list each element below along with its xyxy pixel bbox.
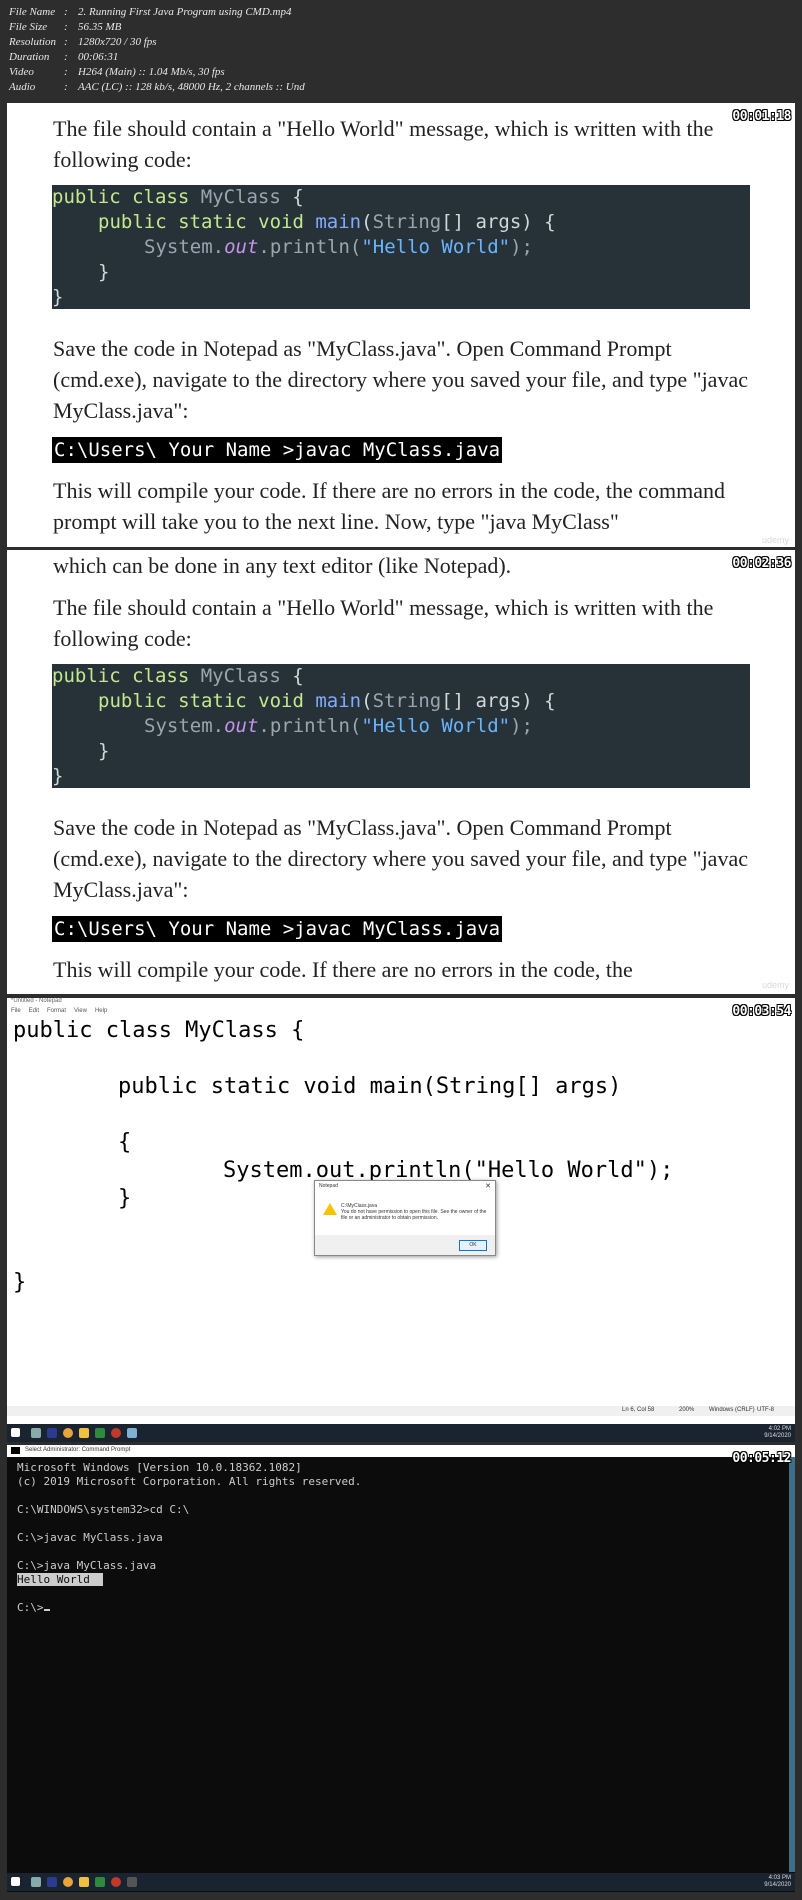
code-line: public class MyClass { xyxy=(52,186,304,208)
app-icon[interactable] xyxy=(95,1877,105,1887)
chrome-icon[interactable] xyxy=(63,1428,73,1438)
frame-slide-2: 00:02:36 which can be done in any text e… xyxy=(7,550,795,994)
meta-resolution: Resolution:1280x720 / 30 fps xyxy=(9,36,157,48)
notepad-code-line[interactable]: public static void main(String[] args) xyxy=(118,1074,622,1099)
notepad-code-line[interactable]: { xyxy=(118,1130,132,1155)
menu-file[interactable]: File xyxy=(11,1008,21,1014)
code-line: } xyxy=(52,765,64,787)
code-block: public class MyClass { public static voi… xyxy=(52,185,750,309)
slide-paragraph: This will compile your code. If there ar… xyxy=(53,957,633,982)
chrome-icon[interactable] xyxy=(63,1877,73,1887)
notepad-code-line[interactable]: } xyxy=(118,1186,132,1211)
slide-paragraph: which can be done in any text editor (li… xyxy=(53,553,512,578)
slide-paragraph: This will compile your code. If there ar… xyxy=(53,478,725,534)
notepad-code-line[interactable]: System.out.println("Hello World"); xyxy=(223,1158,674,1183)
code-line: } xyxy=(98,740,110,762)
close-icon[interactable]: ✕ xyxy=(485,1183,491,1190)
status-eol: Windows (CRLF) xyxy=(709,1407,755,1413)
frame-notepad: *Untitled - Notepad File Edit Format View He… xyxy=(7,998,795,1442)
cmd-prompt: C:\> xyxy=(17,1601,44,1614)
code-line: System.out.println("Hello World"); xyxy=(144,715,533,737)
desktop-background xyxy=(789,1457,795,1872)
text-cursor xyxy=(43,1609,50,1611)
meta-file-size: File Size:56.35 MB xyxy=(9,21,122,33)
slide-paragraph: The file should contain a "Hello World" … xyxy=(53,116,714,172)
menu-edit[interactable]: Edit xyxy=(28,1008,40,1014)
recorder-icon[interactable] xyxy=(111,1428,121,1438)
code-line: System.out.println("Hello World"); xyxy=(144,236,533,258)
premiere-icon[interactable] xyxy=(47,1428,57,1438)
premiere-icon[interactable] xyxy=(47,1877,57,1887)
notepad-code-line[interactable]: public class MyClass { xyxy=(13,1018,305,1043)
status-position: Ln 6, Col 58 xyxy=(622,1407,655,1413)
cmd-titlebar: Select Administrator: Command Prompt xyxy=(7,1445,795,1457)
meta-audio: Audio:AAC (LC) :: 128 kb/s, 48000 Hz, 2 … xyxy=(9,81,305,93)
notepad-code-line[interactable]: } xyxy=(13,1270,27,1295)
code-line: } xyxy=(52,286,64,308)
meta-duration: Duration:00:06:31 xyxy=(9,51,119,63)
notepad-task-icon[interactable] xyxy=(127,1428,137,1438)
cmd-icon xyxy=(11,1447,20,1454)
dialog-footer: OK xyxy=(315,1235,495,1255)
menu-help[interactable]: Help xyxy=(94,1008,108,1014)
code-line: public class MyClass { xyxy=(52,665,304,687)
slide-paragraph: Save the code in Notepad as "MyClass.jav… xyxy=(53,815,748,902)
warning-icon xyxy=(323,1203,337,1215)
status-encoding: UTF-8 xyxy=(757,1407,774,1413)
code-line: public static void main(String[] args) { xyxy=(98,211,556,233)
code-line: public static void main(String[] args) { xyxy=(98,690,556,712)
notepad-statusbar: Ln 6, Col 58 200% Windows (CRLF) UTF-8 xyxy=(7,1406,795,1416)
code-line: } xyxy=(98,261,110,283)
command-example: C:\Users\ Your Name >javac MyClass.java xyxy=(52,437,503,463)
cmd-output[interactable]: Microsoft Windows [Version 10.0.18362.10… xyxy=(17,1461,362,1614)
app-icon[interactable] xyxy=(95,1428,105,1438)
meta-file-name: File Name:2. Running First Java Program … xyxy=(9,6,292,18)
meta-video: Video:H264 (Main) :: 1.04 Mb/s, 30 fps xyxy=(9,66,225,78)
cmd-task-icon[interactable] xyxy=(127,1877,137,1887)
slide-paragraph: The file should contain a "Hello World" … xyxy=(53,595,714,651)
menu-view[interactable]: View xyxy=(74,1008,87,1014)
frame-command-prompt: Select Administrator: Command Prompt 00:… xyxy=(7,1445,795,1892)
folder-icon[interactable] xyxy=(79,1428,89,1438)
folder-icon[interactable] xyxy=(79,1877,89,1887)
windows-start-icon[interactable] xyxy=(11,1428,20,1437)
menu-format[interactable]: Format xyxy=(47,1008,67,1014)
timestamp: 00:05:12 xyxy=(732,1451,791,1466)
ok-button[interactable]: OK xyxy=(459,1240,487,1251)
udemy-watermark: udemy xyxy=(761,980,789,990)
timestamp: 00:01:18 xyxy=(732,109,791,124)
recorder-icon[interactable] xyxy=(111,1877,121,1887)
code-block: public class MyClass { public static voi… xyxy=(52,664,750,788)
windows-start-icon[interactable] xyxy=(11,1877,20,1886)
timestamp: 00:03:54 xyxy=(732,1004,791,1019)
notepad-menubar: File Edit Format View Help xyxy=(7,1008,795,1016)
video-metadata: File Name:2. Running First Java Program … xyxy=(0,0,802,102)
status-zoom: 200% xyxy=(679,1407,695,1413)
slide-paragraph: Save the code in Notepad as "MyClass.jav… xyxy=(53,336,748,423)
udemy-watermark: udemy xyxy=(761,535,789,545)
dialog-title: Notepad xyxy=(319,1183,338,1189)
selected-output: Hello World xyxy=(17,1573,104,1586)
command-example: C:\Users\ Your Name >javac MyClass.java xyxy=(52,916,503,942)
task-view-icon[interactable] xyxy=(31,1877,41,1887)
frame-slide-1: 00:01:18 The file should contain a "Hell… xyxy=(7,103,795,547)
timestamp: 00:02:36 xyxy=(732,556,791,571)
notepad-titlebar: *Untitled - Notepad xyxy=(7,998,795,1008)
task-view-icon[interactable] xyxy=(31,1428,41,1438)
